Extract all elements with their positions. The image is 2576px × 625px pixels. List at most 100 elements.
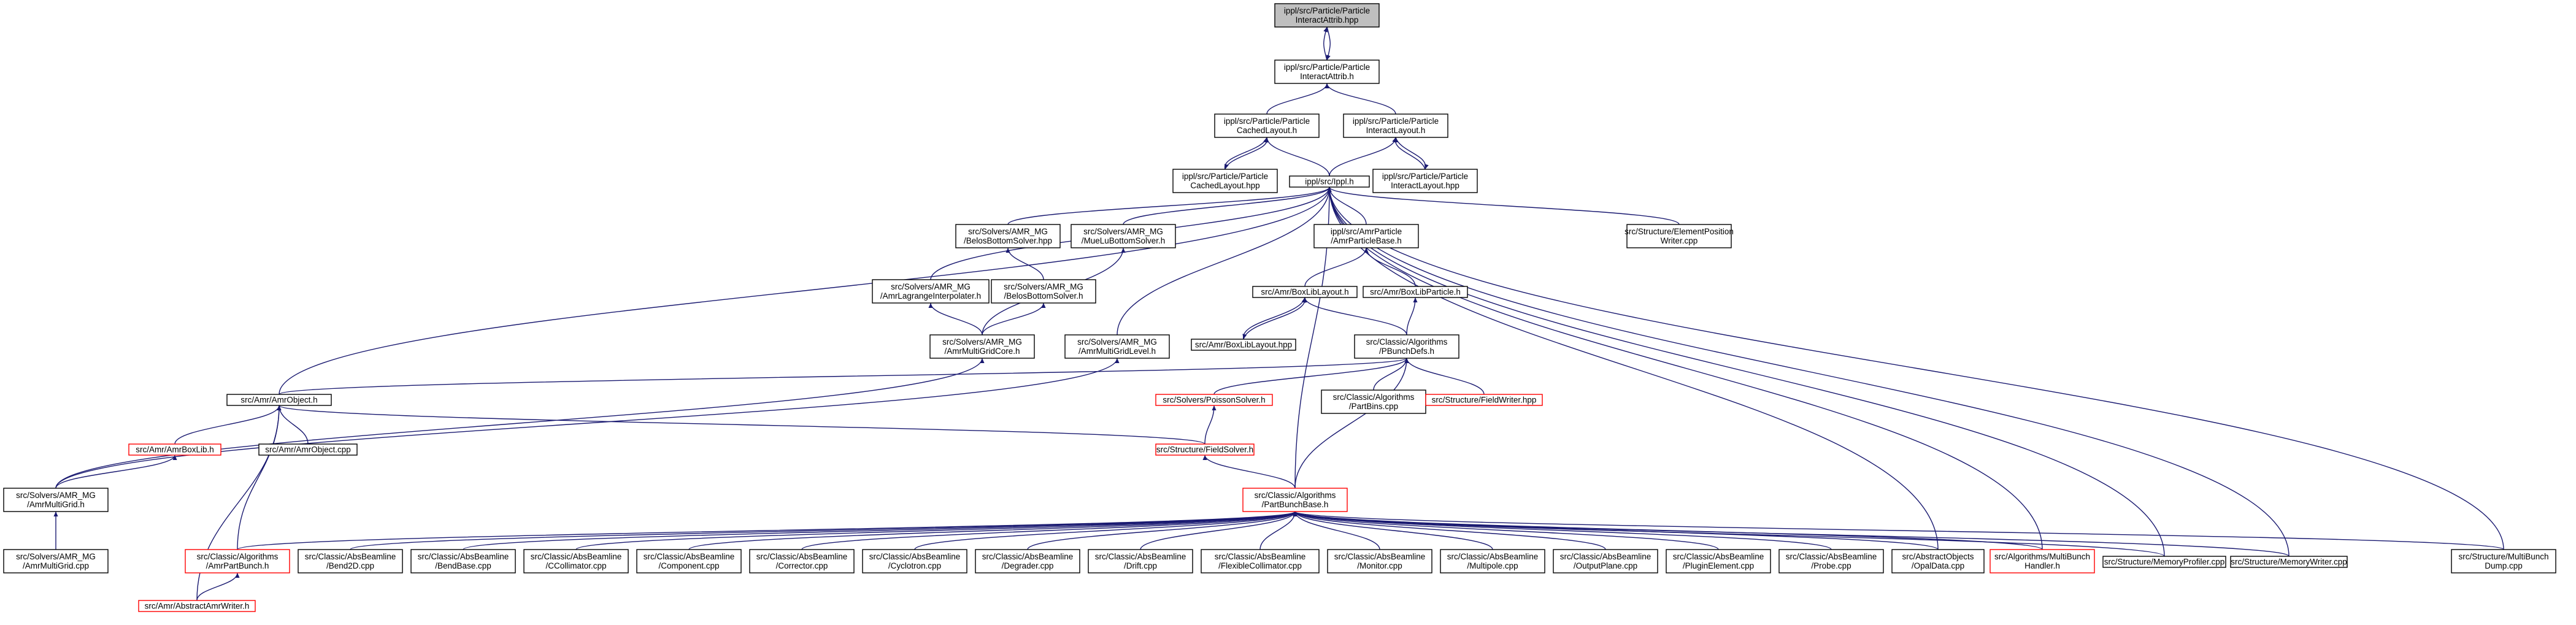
- node-multigridlevel[interactable]: src/Solvers/AMR_MG/AmrMultiGridLevel.h: [1064, 334, 1170, 359]
- node-bendbase[interactable]: src/Classic/AbsBeamline/BendBase.cpp: [410, 549, 516, 573]
- node-label-line: InteractLayout.hpp: [1391, 181, 1459, 190]
- node-amrmultigrid_h[interactable]: src/Solvers/AMR_MG/AmrMultiGrid.h: [3, 488, 109, 512]
- edge-amrobject_h-to-ippl_h: [279, 186, 1332, 395]
- node-label-line: /Drift.cpp: [1124, 561, 1157, 570]
- node-ippl_h[interactable]: ippl/src/Ippl.h: [1289, 175, 1370, 188]
- node-partbunchbase[interactable]: src/Classic/Algorithms/PartBunchBase.h: [1242, 488, 1348, 512]
- node-box: [749, 549, 855, 573]
- edge-ippl_h-to-ilayout_h: [1329, 137, 1398, 177]
- node-amrparticlebase[interactable]: ippl/src/AmrParticle/AmrParticleBase.h: [1313, 224, 1419, 248]
- node-poisson[interactable]: src/Solvers/PoissonSolver.h: [1155, 394, 1273, 406]
- node-amrobject_h[interactable]: src/Amr/AmrObject.h: [226, 394, 332, 406]
- node-label-line: /BelosBottomSolver.h: [1004, 291, 1083, 301]
- edge-ippl_h-to-cached_h: [1264, 137, 1330, 177]
- node-fieldsolver[interactable]: src/Structure/FieldSolver.h: [1155, 443, 1255, 456]
- node-corrector[interactable]: src/Classic/AbsBeamline/Corrector.cpp: [749, 549, 855, 573]
- node-label-line: /Corrector.cpp: [776, 561, 828, 570]
- node-ccollimator[interactable]: src/Classic/AbsBeamline/CCollimator.cpp: [523, 549, 629, 573]
- node-label-line: src/Solvers/AMR_MG: [942, 337, 1022, 347]
- edge-ilayout_h-to-iattrib_h: [1325, 83, 1396, 115]
- node-root[interactable]: ippl/src/Particle/ParticleInteractAttrib…: [1274, 3, 1380, 28]
- node-belos_hpp[interactable]: src/Solvers/AMR_MG/BelosBottomSolver.hpp: [955, 224, 1061, 248]
- node-amrpartbunch[interactable]: src/Classic/Algorithms/AmrPartBunch.h: [185, 549, 290, 573]
- node-label-line: src/Amr/BoxLibLayout.hpp: [1195, 340, 1292, 350]
- node-box: [1363, 286, 1468, 298]
- node-label-line: src/Classic/AbsBeamline: [756, 552, 848, 561]
- edge-pbunchdefs-to-boxliblayout_h: [1302, 297, 1407, 336]
- node-box: [1274, 59, 1380, 84]
- node-pluginelement[interactable]: src/Classic/AbsBeamline/PluginElement.cp…: [1666, 549, 1771, 573]
- node-label-line: src/Structure/MemoryWriter.cpp: [2231, 558, 2347, 567]
- edge-amrobject_cpp-to-amrobject_h: [277, 405, 309, 445]
- node-partbins[interactable]: src/Classic/Algorithms/PartBins.cpp: [1321, 389, 1426, 414]
- node-label-line: ippl/src/Particle/Particle: [1284, 6, 1370, 15]
- edge-amrpartbunch-to-partbunchbase: [237, 511, 1298, 550]
- node-box: [2102, 556, 2226, 568]
- node-memwriter[interactable]: src/Structure/MemoryWriter.cpp: [2230, 556, 2348, 568]
- node-label-line: src/Structure/FieldSolver.h: [1156, 445, 1253, 454]
- edge-fieldsolver-to-amrobject_h: [277, 405, 1205, 445]
- node-label-line: /PartBunchBase.h: [1262, 500, 1329, 509]
- node-box: [1313, 224, 1419, 248]
- node-cyclotron[interactable]: src/Classic/AbsBeamline/Cyclotron.cpp: [862, 549, 967, 573]
- edge-probe-to-partbunchbase: [1293, 511, 1832, 550]
- node-opaldata[interactable]: src/AbstractObjects/OpalData.cpp: [1891, 549, 1985, 573]
- node-amrobject_cpp[interactable]: src/Amr/AmrObject.cpp: [258, 443, 358, 456]
- node-label-line: /PartBins.cpp: [1349, 402, 1398, 411]
- node-box: [636, 549, 742, 573]
- node-label-line: src/Classic/AbsBeamline: [1560, 552, 1651, 561]
- node-label-line: ippl/src/Particle/Particle: [1284, 63, 1370, 72]
- node-label-line: src/Solvers/AMR_MG: [16, 491, 96, 500]
- node-label-line: src/Amr/AmrObject.h: [240, 396, 317, 405]
- node-label-line: src/Structure/ElementPosition: [1624, 227, 1734, 236]
- node-cached_hpp[interactable]: ippl/src/Particle/ParticleCachedLayout.h…: [1172, 169, 1278, 193]
- node-muelu_h[interactable]: src/Solvers/AMR_MG/MueLuBottomSolver.h: [1071, 224, 1176, 248]
- node-label-line: src/Classic/AbsBeamline: [1215, 552, 1306, 561]
- node-belos_h[interactable]: src/Solvers/AMR_MG/BelosBottomSolver.h: [991, 279, 1096, 304]
- edge-multipole-to-partbunchbase: [1293, 511, 1493, 550]
- edge-amrmultigrid_h-to-multigridlevel: [55, 358, 1120, 489]
- node-ilayout_h[interactable]: ippl/src/Particle/ParticleInteractLayout…: [1343, 113, 1448, 138]
- node-label-line: ippl/src/Ippl.h: [1305, 177, 1354, 186]
- node-box: [1425, 394, 1543, 406]
- node-boxlibparticle[interactable]: src/Amr/BoxLibParticle.h: [1363, 286, 1468, 298]
- node-box: [1172, 169, 1278, 193]
- node-probe[interactable]: src/Classic/AbsBeamline/Probe.cpp: [1778, 549, 1884, 573]
- node-flexcoll[interactable]: src/Classic/AbsBeamline/FlexibleCollimat…: [1201, 549, 1320, 573]
- node-label-line: src/Amr/AmrObject.cpp: [265, 445, 351, 454]
- node-amrwriter[interactable]: src/Amr/AbstractAmrWriter.h: [138, 600, 256, 612]
- node-ilayout_hpp[interactable]: ippl/src/Particle/ParticleInteractLayout…: [1372, 169, 1478, 193]
- node-amrboxlib[interactable]: src/Amr/AmrBoxLib.h: [128, 443, 221, 456]
- node-fieldwriter[interactable]: src/Structure/FieldWriter.hpp: [1425, 394, 1543, 406]
- node-degrader[interactable]: src/Classic/AbsBeamline/Degrader.cpp: [975, 549, 1080, 573]
- node-boxliblayout_hpp[interactable]: src/Amr/BoxLibLayout.hpp: [1191, 339, 1296, 351]
- node-box: [1191, 339, 1296, 351]
- node-label-line: src/Classic/AbsBeamline: [1673, 552, 1764, 561]
- node-lagrange[interactable]: src/Solvers/AMR_MG/AmrLagrangeInterpolat…: [872, 279, 990, 304]
- node-multigridcore[interactable]: src/Solvers/AMR_MG/AmrMultiGridCore.h: [929, 334, 1035, 359]
- node-multipole[interactable]: src/Classic/AbsBeamline/Multipole.cpp: [1440, 549, 1545, 573]
- node-component[interactable]: src/Classic/AbsBeamline/Component.cpp: [636, 549, 742, 573]
- node-label-line: src/Amr/BoxLibParticle.h: [1370, 288, 1461, 297]
- edge-amrboxlib-to-amrobject_h: [174, 405, 282, 445]
- node-boxliblayout_h[interactable]: src/Amr/BoxLibLayout.h: [1252, 286, 1358, 298]
- node-box: [1071, 224, 1176, 248]
- node-label-line: src/Amr/BoxLibLayout.h: [1261, 288, 1348, 297]
- node-bendd[interactable]: src/Classic/AbsBeamline/Bend2D.cpp: [298, 549, 403, 573]
- node-box: [862, 549, 967, 573]
- node-monitor[interactable]: src/Classic/AbsBeamline/Monitor.cpp: [1327, 549, 1432, 573]
- edge-elempos-to-ippl_h: [1327, 186, 1680, 225]
- edge-multigridcore-to-lagrange: [928, 302, 983, 336]
- node-outputplane[interactable]: src/Classic/AbsBeamline/OutputPlane.cpp: [1553, 549, 1658, 573]
- edge-partbins-to-pbunchdefs: [1373, 358, 1409, 391]
- node-pbunchdefs[interactable]: src/Classic/Algorithms/PBunchDefs.h: [1354, 334, 1459, 359]
- node-amrmultigrid_cpp[interactable]: src/Solvers/AMR_MG/AmrMultiGrid.cpp: [3, 549, 109, 573]
- node-drift[interactable]: src/Classic/AbsBeamline/Drift.cpp: [1088, 549, 1193, 573]
- node-iattrib_h[interactable]: ippl/src/Particle/ParticleInteractAttrib…: [1274, 59, 1380, 84]
- node-box: [1327, 549, 1432, 573]
- node-memprofiler[interactable]: src/Structure/MemoryProfiler.cpp: [2102, 556, 2226, 568]
